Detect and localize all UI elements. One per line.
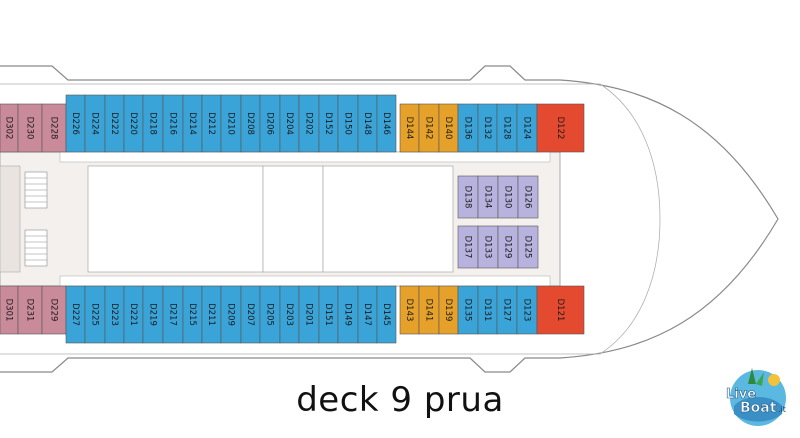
cabin-label-d123: D123: [522, 299, 532, 322]
public-space-3: [322, 165, 454, 273]
deck-caption: deck 9 prua: [296, 380, 504, 420]
cabin-label-d216: D216: [168, 112, 178, 135]
cabin-label-d137: D137: [463, 236, 473, 259]
cabin-label-d124: D124: [522, 117, 532, 140]
cabin-label-d121: D121: [555, 299, 565, 322]
cabin-label-d149: D149: [343, 303, 353, 326]
cabin-label-d221: D221: [128, 303, 138, 326]
cabin-label-d218: D218: [148, 112, 158, 135]
cabin-d125: [517, 225, 539, 269]
cabin-label-d151: D151: [323, 303, 333, 326]
hull-inner-line: [0, 83, 661, 355]
cabin-label-d207: D207: [245, 303, 255, 326]
public-space-2: [262, 165, 324, 273]
cabin-label-d211: D211: [206, 303, 216, 326]
cabin-label-d215: D215: [187, 303, 197, 326]
cabin-label-d208: D208: [245, 112, 255, 135]
cabin-label-d127: D127: [502, 299, 512, 322]
cabin-label-d139: D139: [443, 299, 453, 322]
cabin-label-d136: D136: [463, 117, 473, 140]
cabin-label-d147: D147: [362, 303, 372, 326]
cabin-label-d130: D130: [503, 186, 513, 209]
cabin-d121: [536, 285, 585, 335]
cabin-label-d206: D206: [265, 112, 275, 135]
cabin-label-d152: D152: [323, 112, 333, 135]
cabin-label-d210: D210: [226, 112, 236, 135]
cabin-label-d133: D133: [483, 236, 493, 259]
logo-text-live: Live: [726, 387, 756, 402]
cabin-label-d143: D143: [404, 299, 414, 322]
liveboat-logo: Live Boat .it: [726, 368, 786, 426]
cabin-label-d126: D126: [523, 186, 533, 209]
cabin-label-d222: D222: [109, 112, 119, 135]
cabin-label-d203: D203: [284, 303, 294, 326]
cabin-label-d225: D225: [90, 303, 100, 326]
cabin-label-d146: D146: [381, 112, 391, 135]
cabin-label-d150: D150: [343, 112, 353, 135]
cabin-d122: [536, 103, 585, 153]
cabin-label-d223: D223: [109, 303, 119, 326]
cabin-label-d220: D220: [128, 112, 138, 135]
cabin-label-d231: D231: [25, 299, 35, 322]
cabin-label-d204: D204: [284, 112, 294, 135]
cabin-label-d217: D217: [168, 303, 178, 326]
stairs-bottom: [24, 229, 48, 267]
cabin-label-d131: D131: [482, 299, 492, 322]
cabin-label-d224: D224: [90, 112, 100, 135]
cabin-label-d135: D135: [463, 299, 473, 322]
cabin-label-d212: D212: [206, 112, 216, 135]
cabin-label-d142: D142: [424, 117, 434, 140]
cabin-label-d132: D132: [482, 117, 492, 140]
cabin-label-d145: D145: [381, 303, 391, 326]
cabin-label-d214: D214: [187, 112, 197, 135]
cabin-label-d302: D302: [4, 117, 14, 140]
cabin-d145: [376, 285, 397, 344]
cabin-label-d219: D219: [148, 303, 158, 326]
cabin-label-d201: D201: [304, 303, 314, 326]
cabin-label-d128: D128: [502, 117, 512, 140]
corridor-bottom: [59, 275, 551, 287]
cabin-label-d122: D122: [555, 117, 565, 140]
cabin-label-d228: D228: [49, 117, 59, 140]
cabin-label-d226: D226: [70, 112, 80, 135]
cabin-label-d125: D125: [523, 236, 533, 259]
cabin-row-top: D302 D230 D228 D226 D224 D222 D220 D218 D216 D214…: [0, 94, 585, 153]
cabin-label-d230: D230: [25, 117, 35, 140]
cabin-label-d301: D301: [4, 299, 14, 322]
cabin-label-d202: D202: [304, 112, 314, 135]
cabin-d126: [517, 175, 539, 219]
cabin-label-d138: D138: [463, 186, 473, 209]
cabin-d229: [41, 285, 67, 335]
cabin-label-d229: D229: [49, 299, 59, 322]
cabin-label-d209: D209: [226, 303, 236, 326]
cabin-d231: [17, 285, 43, 335]
cabin-label-d140: D140: [443, 117, 453, 140]
cabin-label-d141: D141: [424, 299, 434, 322]
lift-lobby: [0, 165, 21, 273]
corridor-top: [59, 151, 551, 163]
cabin-label-d227: D227: [70, 303, 80, 326]
cabin-row-bottom: D301 D231 D229 D227 D225 D223 D221 D219 D217 D215…: [0, 285, 585, 344]
cabin-d146: [376, 94, 397, 153]
logo-text-suffix: .it: [778, 405, 786, 414]
cabin-label-d144: D144: [404, 117, 414, 140]
cabin-label-d129: D129: [503, 236, 513, 259]
cabin-label-d148: D148: [362, 112, 372, 135]
public-space-1: [87, 165, 264, 273]
stairs-top: [24, 171, 48, 209]
cabin-label-d134: D134: [483, 186, 493, 209]
logo-text-boat: Boat: [740, 400, 777, 416]
cabin-label-d205: D205: [265, 303, 275, 326]
